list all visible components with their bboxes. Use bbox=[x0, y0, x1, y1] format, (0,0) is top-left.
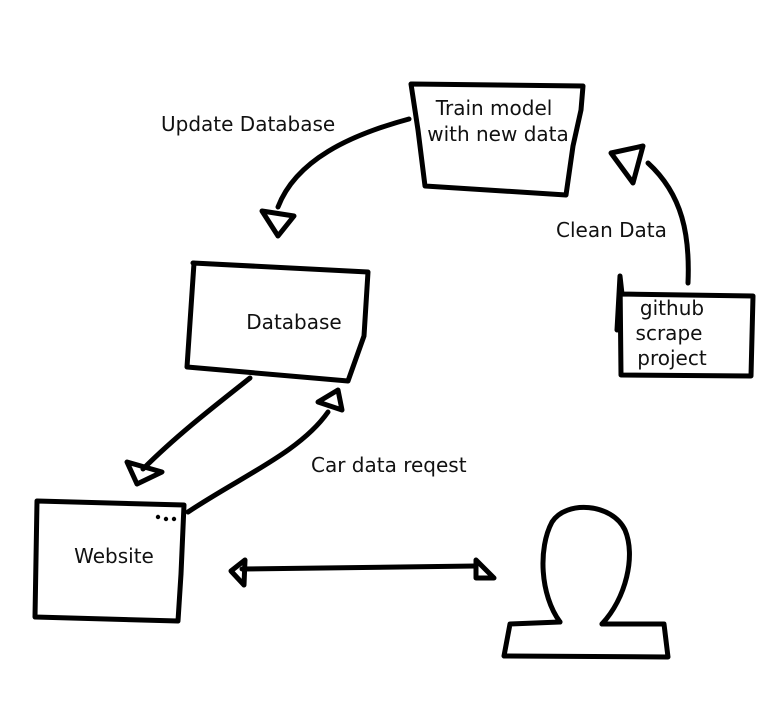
website-node: Website bbox=[32, 498, 187, 624]
train-model-node: Train model with new data bbox=[408, 81, 586, 198]
edge-label-car-data-request: Car data reqest bbox=[311, 453, 467, 477]
arrow-car-data-request bbox=[185, 387, 345, 515]
github-scrape-label-line2: scrape bbox=[636, 321, 703, 345]
train-model-label-line1: Train model bbox=[435, 96, 553, 120]
edge-label-update-database: Update Database bbox=[161, 112, 335, 136]
edge-label-clean-data: Clean Data bbox=[556, 218, 667, 242]
arrow-website-user bbox=[228, 557, 497, 588]
arrow-update-database bbox=[259, 116, 412, 239]
website-label: Website bbox=[74, 544, 154, 568]
train-model-label-line2: with new data bbox=[427, 122, 569, 146]
arrow-database-to-website bbox=[124, 375, 253, 487]
user-icon bbox=[501, 504, 671, 660]
github-scrape-node: github scrape project bbox=[614, 273, 756, 379]
database-node: Database bbox=[184, 260, 371, 384]
github-scrape-label-line1: github bbox=[640, 296, 704, 320]
arrow-clean-data bbox=[608, 143, 691, 286]
github-scrape-label-line3: project bbox=[637, 346, 707, 370]
ellipsis-marks bbox=[155, 514, 177, 522]
database-label: Database bbox=[246, 310, 341, 334]
